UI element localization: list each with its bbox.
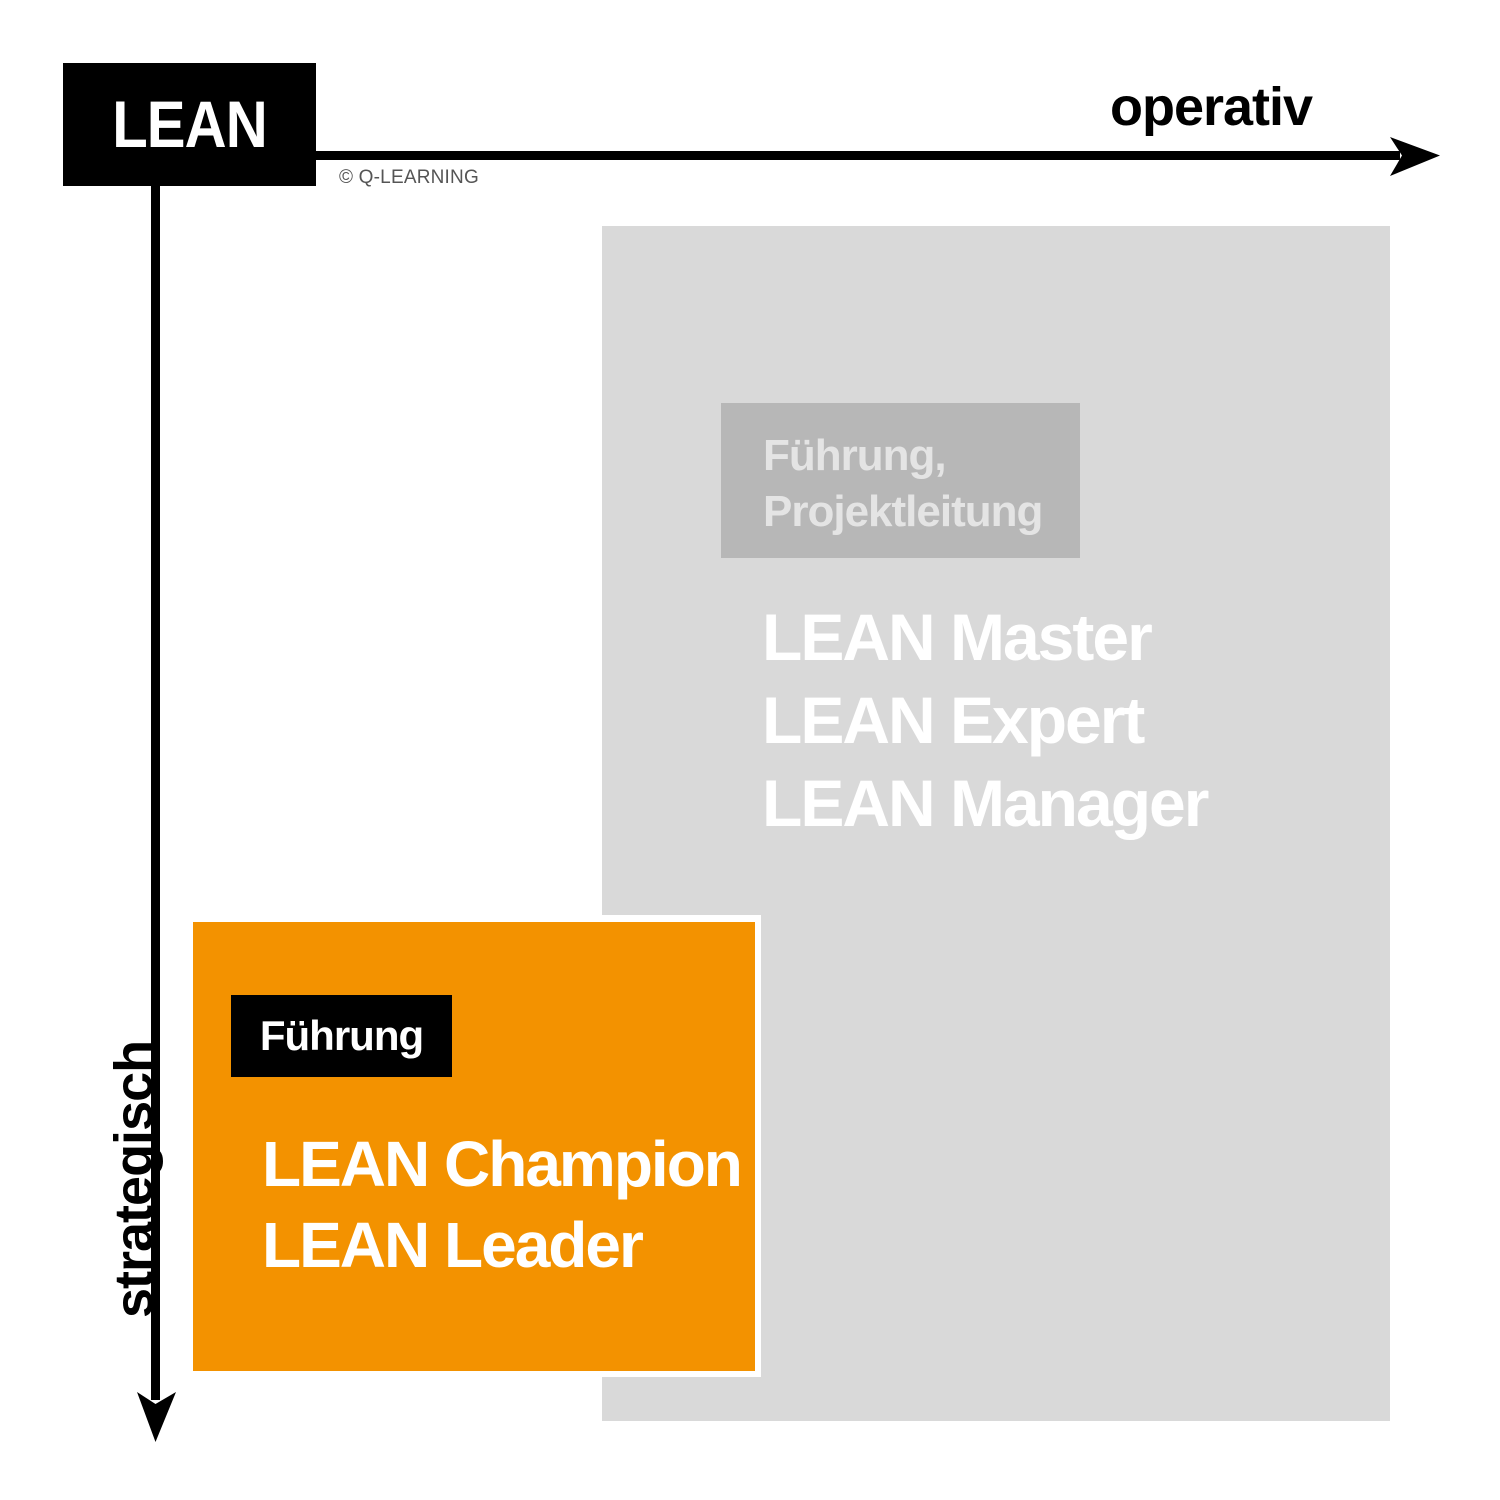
role-lean-manager: LEAN Manager — [762, 766, 1209, 840]
operativ-roles-list: LEAN Master LEAN Expert LEAN Manager — [762, 596, 1209, 845]
role-lean-champion: LEAN Champion — [262, 1128, 743, 1200]
operativ-category-label: Führung, Projektleitung — [763, 428, 1043, 540]
strategisch-category-label: Führung — [259, 1012, 424, 1059]
category-line: Projektleitung — [763, 487, 1043, 536]
category-line: Führung, — [763, 431, 947, 480]
role-lean-master: LEAN Master — [762, 600, 1153, 674]
x-axis-label: operativ — [1110, 77, 1313, 137]
y-axis-arrow — [137, 170, 176, 1442]
title-box — [63, 63, 316, 186]
strategisch-category-box — [231, 995, 452, 1077]
y-axis-label: strategisch — [104, 1040, 164, 1318]
operativ-category-box — [721, 403, 1080, 558]
x-axis-arrow — [300, 137, 1440, 176]
copyright-notice: © Q-LEARNING — [339, 167, 479, 188]
title: LEAN — [112, 87, 267, 161]
role-lean-leader: LEAN Leader — [262, 1209, 644, 1281]
strategisch-roles-list: LEAN Champion LEAN Leader — [262, 1124, 743, 1286]
role-lean-expert: LEAN Expert — [762, 683, 1145, 757]
